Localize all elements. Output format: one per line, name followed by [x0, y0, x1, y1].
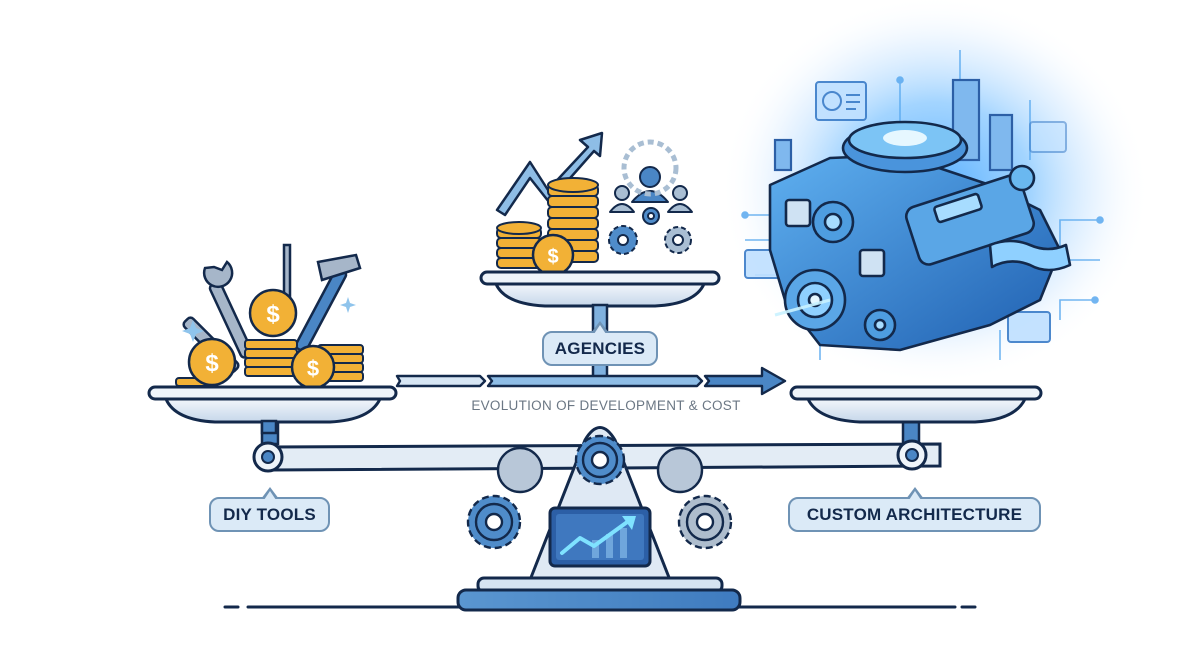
svg-text:$: $	[307, 356, 319, 381]
diy-tools-label: DIY TOOLS	[209, 487, 330, 532]
dollar-coin-icon: $ $ $	[187, 288, 336, 390]
diy-tools-text: DIY TOOLS	[223, 504, 316, 524]
agencies-text: AGENCIES	[554, 338, 646, 358]
gear-icon	[466, 446, 733, 550]
evolution-caption: EVOLUTION OF DEVELOPMENT & COST	[471, 398, 741, 413]
gear-icon	[608, 139, 692, 255]
dollar-coin-icon: $	[531, 233, 575, 277]
svg-text:$: $	[547, 246, 558, 268]
sparkle-icon	[182, 297, 356, 342]
agencies-label: AGENCIES	[542, 321, 658, 366]
custom-architecture-label: CUSTOM ARCHITECTURE	[788, 487, 1041, 532]
svg-text:$: $	[266, 301, 280, 328]
svg-text:$: $	[205, 350, 219, 377]
right-pan	[789, 385, 1043, 424]
dashboard-panel-icon	[744, 81, 1067, 343]
growth-chart-icon	[548, 506, 652, 568]
custom-architecture-text: CUSTOM ARCHITECTURE	[806, 504, 1023, 524]
label-pointer	[591, 321, 609, 334]
hammer-icon	[294, 253, 362, 353]
engine-icon	[768, 120, 1072, 352]
light-beam	[774, 298, 831, 317]
gear-icon	[574, 434, 626, 486]
evolution-arrow	[395, 366, 787, 396]
left-pan: $ $ $	[147, 243, 398, 435]
label-pointer	[905, 487, 924, 500]
label-pointer	[260, 487, 279, 500]
